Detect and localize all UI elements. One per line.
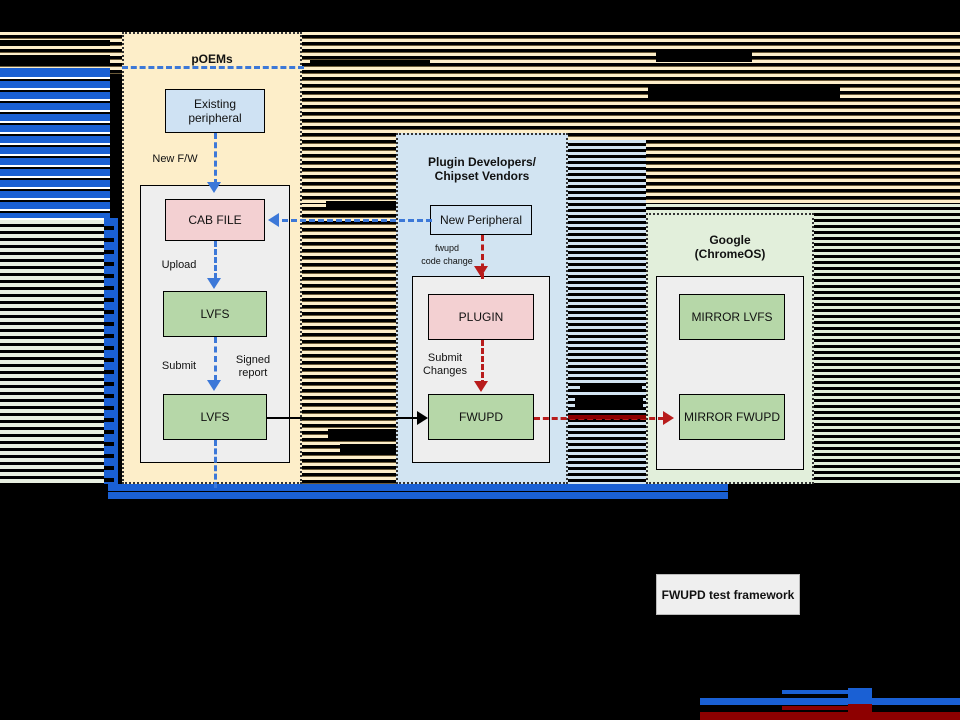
node-lvfs-submit[interactable]: LVFS bbox=[163, 394, 267, 440]
node-new-peripheral[interactable]: New Peripheral bbox=[430, 205, 532, 235]
glitch-blue-tabs bbox=[104, 218, 118, 484]
arrowhead-lvfs-to-lvfs bbox=[207, 380, 221, 391]
redaction-block-11 bbox=[0, 55, 110, 63]
edge-plugin-to-fwupd bbox=[481, 340, 484, 386]
glitch-blue-band-lower bbox=[108, 492, 728, 499]
node-fwupd-label: FWUPD bbox=[459, 410, 503, 424]
glitch-blue-band-upper bbox=[108, 484, 728, 491]
node-plugin[interactable]: PLUGIN bbox=[428, 294, 534, 340]
glitch-black-top bbox=[0, 0, 960, 32]
node-test-framework[interactable]: FWUPD test framework bbox=[656, 574, 800, 615]
arrowhead-cab-to-lvfs bbox=[207, 278, 221, 289]
node-existing-peripheral[interactable]: Existing peripheral bbox=[165, 89, 265, 133]
lane-plugins-title: Plugin Developers/ Chipset Vendors bbox=[427, 155, 537, 183]
redaction-block-1 bbox=[656, 52, 752, 62]
node-mirror-fwupd[interactable]: MIRROR FWUPD bbox=[679, 394, 785, 440]
edge-fwupd-to-mirror-fwupd bbox=[534, 417, 664, 420]
glitch-stripes-left-blue bbox=[0, 68, 110, 220]
glitch-stripes-green-far-right bbox=[812, 204, 960, 484]
edge-label-fwupd-code-change: fwupd code change bbox=[421, 243, 473, 266]
edge-poems-lane-top-dash bbox=[122, 66, 304, 69]
redaction-block-10 bbox=[0, 40, 110, 46]
glitch-blue-square bbox=[848, 688, 872, 706]
node-lvfs-upload-label: LVFS bbox=[200, 307, 230, 321]
glitch-black-bottom bbox=[0, 496, 960, 720]
node-mirror-fwupd-label: MIRROR FWUPD bbox=[684, 410, 780, 424]
glitch-red-line-a bbox=[782, 706, 870, 710]
glitch-stripes-left-green bbox=[0, 220, 110, 484]
edge-newperipheral-to-plugin bbox=[481, 235, 484, 279]
edge-lvfs-to-lvfs bbox=[214, 337, 217, 381]
glitch-blue-slab-left bbox=[0, 70, 110, 218]
edge-label-submit: Submit bbox=[161, 360, 197, 372]
redaction-block-5 bbox=[328, 429, 398, 438]
edge-lvfs-to-fwupd bbox=[267, 417, 419, 419]
node-existing-peripheral-label: Existing peripheral bbox=[188, 97, 242, 125]
lane-google-title: Google (ChromeOS) bbox=[694, 233, 766, 261]
arrowhead-plugin-to-fwupd bbox=[474, 381, 488, 392]
arrowhead-fwupd-to-mirror-fwupd bbox=[663, 411, 674, 425]
redaction-block-3 bbox=[310, 60, 430, 65]
glitch-blue-line-a bbox=[782, 690, 870, 694]
redaction-block-2 bbox=[648, 86, 840, 98]
lane-poems-title: pOEMs bbox=[191, 52, 233, 66]
redaction-block-4 bbox=[326, 201, 396, 209]
glitch-stripes-cream-right bbox=[730, 32, 960, 204]
node-plugin-label: PLUGIN bbox=[458, 310, 504, 324]
glitch-blue-tabs-cut bbox=[104, 218, 114, 484]
node-cab-file-label: CAB FILE bbox=[188, 213, 242, 227]
node-mirror-lvfs[interactable]: MIRROR LVFS bbox=[679, 294, 785, 340]
node-fwupd[interactable]: FWUPD bbox=[428, 394, 534, 440]
node-new-peripheral-label: New Peripheral bbox=[439, 213, 523, 227]
edge-label-upload: Upload bbox=[161, 259, 197, 271]
arrowhead-newperipheral-to-plugin bbox=[474, 266, 488, 277]
glitch-red-square bbox=[848, 704, 872, 720]
edge-label-signed-report: Signed report bbox=[235, 354, 271, 379]
glitch-blue-line-b bbox=[700, 698, 960, 705]
glitch-stripes-blue-center bbox=[568, 140, 646, 484]
node-lvfs-upload[interactable]: LVFS bbox=[163, 291, 267, 337]
node-test-framework-label: FWUPD test framework bbox=[661, 587, 795, 602]
glitch-red-line-b bbox=[700, 712, 960, 720]
redaction-block-6 bbox=[340, 444, 398, 453]
redaction-block-8 bbox=[575, 398, 643, 407]
arrowhead-lvfs-to-fwupd bbox=[417, 411, 428, 425]
glitch-black-gap-bottom bbox=[0, 660, 960, 688]
edge-label-new-fw: New F/W bbox=[152, 153, 198, 165]
edge-lvfs-out-bottom bbox=[214, 440, 217, 488]
arrowhead-existing-to-cab bbox=[207, 182, 221, 193]
arrowhead-newperipheral-to-cab bbox=[268, 213, 279, 227]
edge-newperipheral-to-cab bbox=[282, 219, 432, 222]
edge-existing-to-cab bbox=[214, 133, 217, 185]
glitch-stripes-left-lower bbox=[0, 220, 108, 484]
node-mirror-lvfs-label: MIRROR LVFS bbox=[691, 310, 773, 324]
redaction-block-7 bbox=[580, 383, 642, 392]
node-lvfs-submit-label: LVFS bbox=[200, 410, 230, 424]
edge-cab-to-lvfs bbox=[214, 241, 217, 279]
node-cab-file[interactable]: CAB FILE bbox=[165, 199, 265, 241]
edge-label-submit-changes: Submit Changes bbox=[422, 352, 468, 377]
glitch-blue-slab-lines bbox=[0, 70, 110, 218]
